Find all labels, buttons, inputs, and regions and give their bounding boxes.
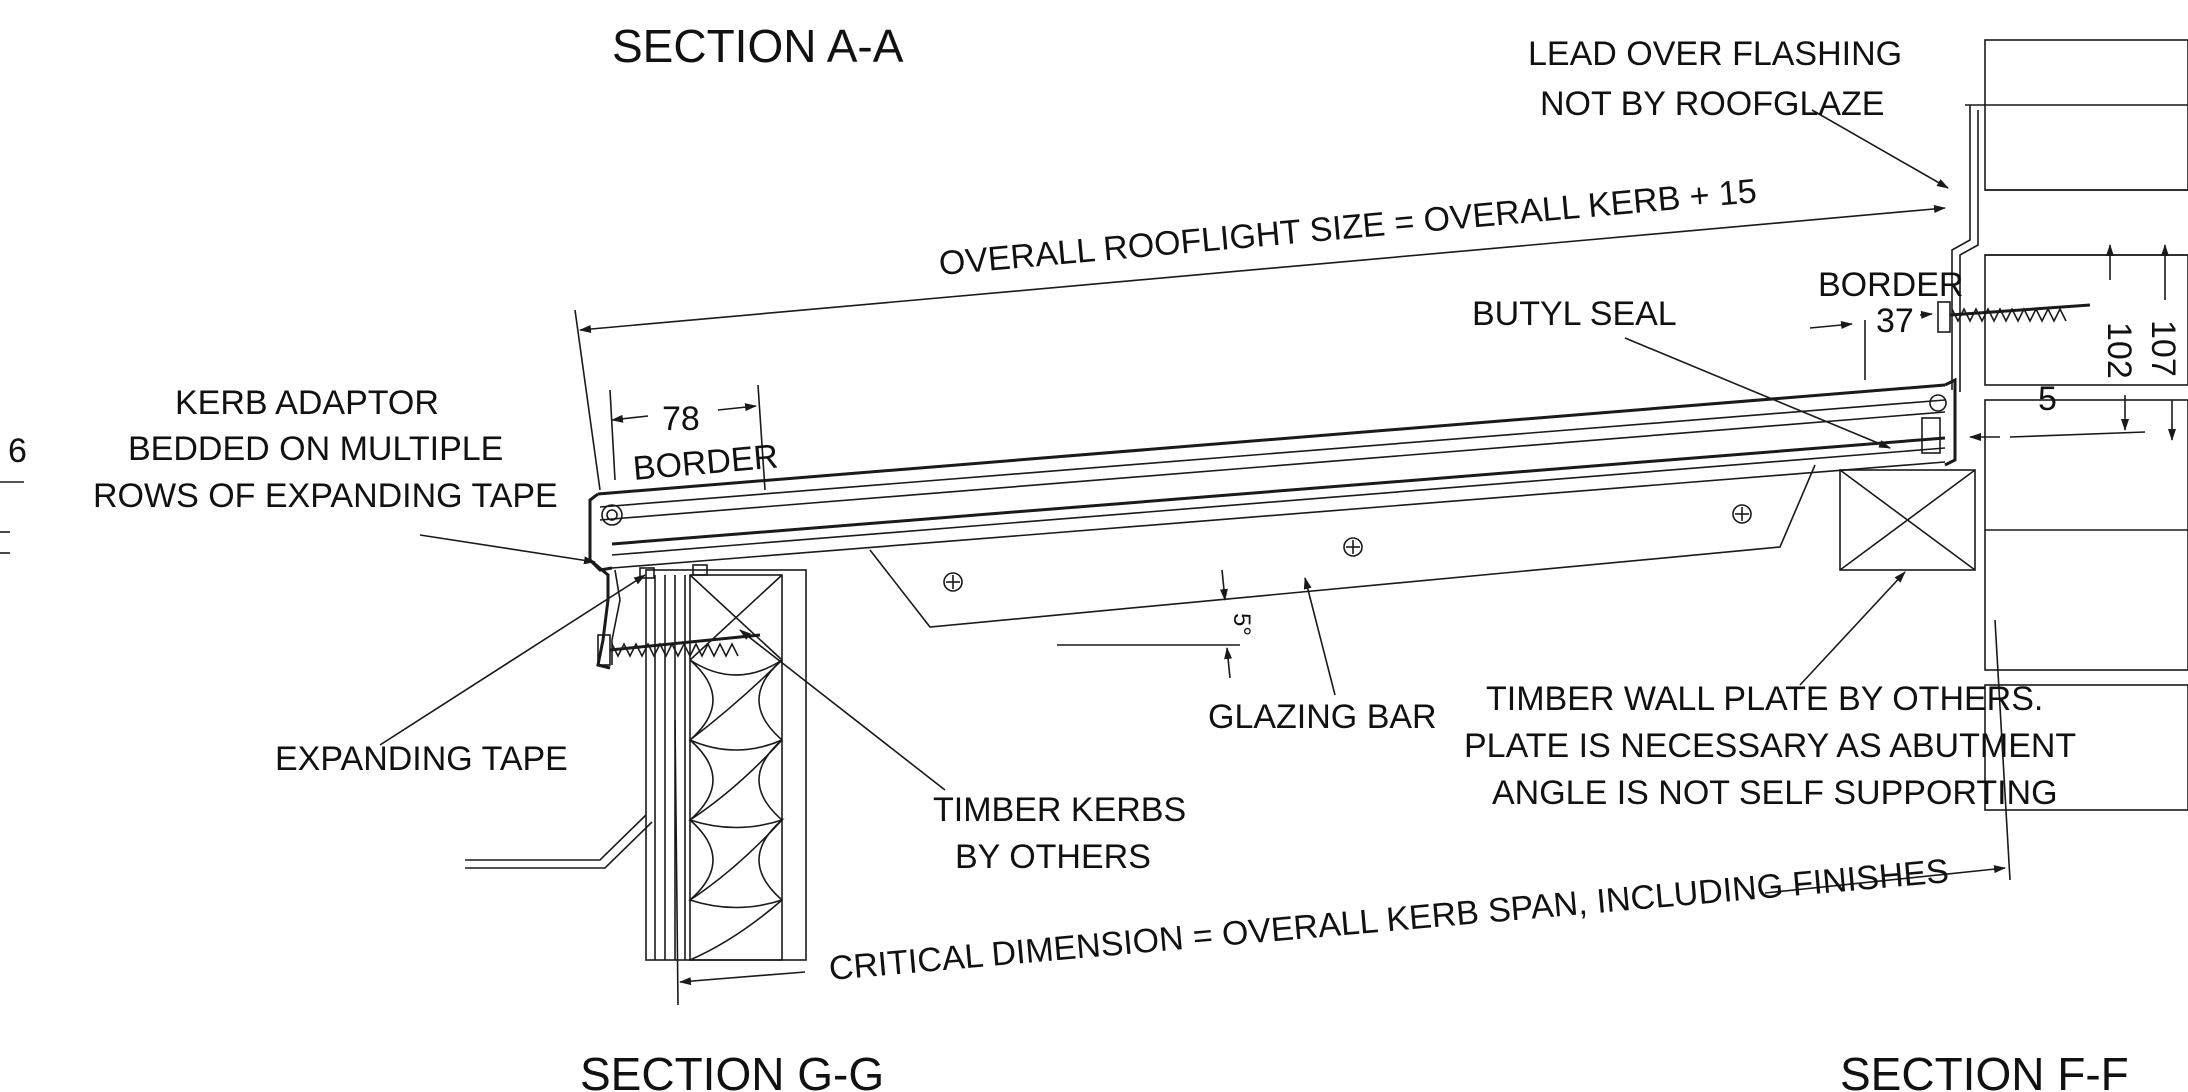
label-timber-kerbs-2: BY OTHERS	[955, 838, 1151, 876]
timber-kerb	[645, 569, 807, 961]
glazing-panel	[588, 377, 1957, 572]
label-kerb-adaptor-3: ROWS OF EXPANDING TAPE	[93, 477, 558, 515]
glazing-bar	[869, 464, 1816, 628]
label-dim-102: 102	[2100, 322, 2138, 379]
label-lead-flashing-1: LEAD OVER FLASHING	[1528, 35, 1902, 73]
label-edge-number: 6	[8, 432, 27, 470]
label-lead-flashing-2: NOT BY ROOFGLAZE	[1540, 85, 1884, 123]
section-title-a: SECTION A-A	[612, 20, 904, 72]
label-wall-plate-1: TIMBER WALL PLATE BY OTHERS.	[1486, 680, 2043, 718]
label-timber-kerbs-1: TIMBER KERBS	[933, 791, 1186, 829]
label-kerb-adaptor-1: KERB ADAPTOR	[175, 384, 439, 422]
dimension-lines	[0, 109, 2176, 1006]
label-dim-5: 5	[2038, 380, 2057, 418]
label-kerb-adaptor-2: BEDDED ON MULTIPLE	[128, 430, 503, 468]
section-title-g: SECTION G-G	[580, 1048, 884, 1092]
lead-flashing	[1951, 105, 1979, 392]
label-wall-plate-2: PLATE IS NECESSARY AS ABUTMENT	[1464, 727, 2076, 765]
label-glazing-bar: GLAZING BAR	[1208, 698, 1437, 736]
label-overall-rooflight: OVERALL ROOFLIGHT SIZE = OVERALL KERB + …	[937, 172, 1758, 283]
roof-deck-line	[465, 814, 647, 861]
timber-wall-plate	[1839, 469, 1976, 571]
label-dim-107: 107	[2144, 320, 2182, 377]
section-title-f: SECTION F-F	[1840, 1048, 2129, 1092]
label-dim-78: 78	[662, 400, 700, 438]
roof-deck-line-inner	[465, 821, 653, 869]
label-border-right: BORDER	[1818, 266, 1963, 304]
label-dim-37: 37	[1876, 302, 1914, 340]
screw-left	[597, 633, 761, 666]
label-butyl-seal: BUTYL SEAL	[1472, 295, 1677, 333]
label-wall-plate-3: ANGLE IS NOT SELF SUPPORTING	[1492, 774, 2058, 812]
label-expanding-tape: EXPANDING TAPE	[275, 740, 568, 778]
label-angle: 5°	[1228, 613, 1255, 636]
brick-wall	[1965, 39, 2188, 811]
